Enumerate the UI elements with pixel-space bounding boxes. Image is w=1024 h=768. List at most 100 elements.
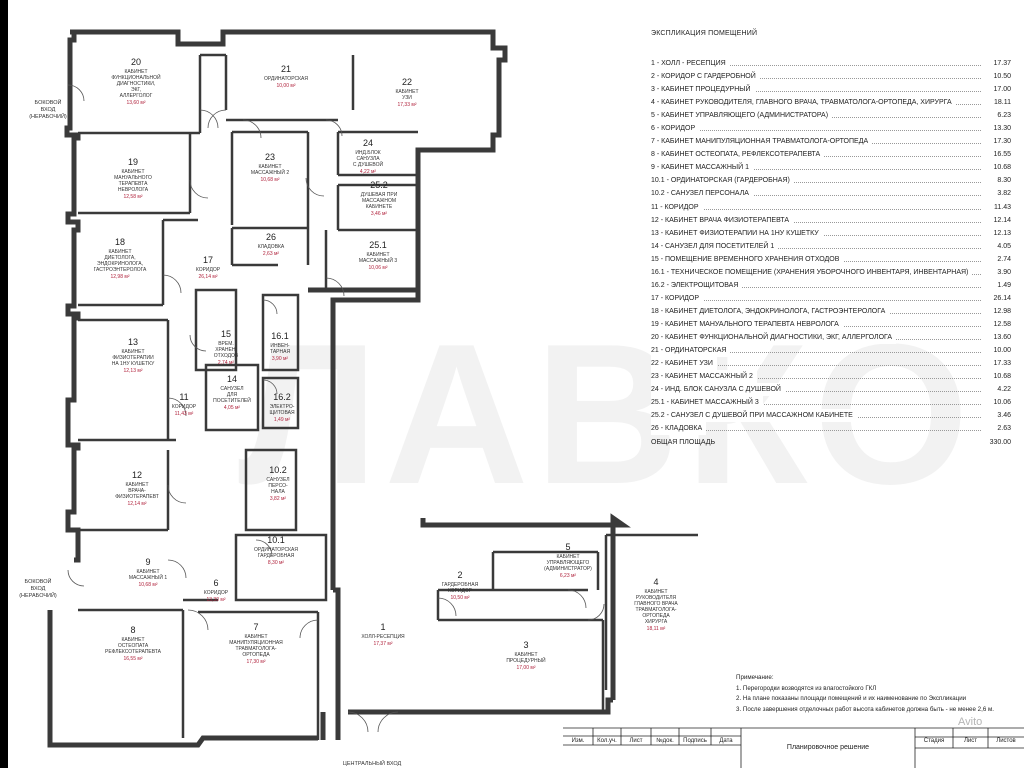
room-area: 12.14 — [983, 213, 1011, 227]
room-number: 9 — [145, 557, 150, 567]
room-area: 17.33 — [983, 357, 1011, 371]
leader-dots — [651, 430, 981, 432]
room-name-line: ФУНКЦИОНАЛЬНОЙ — [111, 73, 161, 81]
room-name-line: ГАРДЕРОБНАЯ — [258, 553, 295, 559]
room-name-line: КАБИНЕТ — [244, 634, 267, 640]
room-area: 17,33 м² — [397, 102, 416, 108]
room-area: 4.05 — [983, 239, 1011, 253]
title-block-grid — [563, 727, 1024, 768]
room-area: 8.30 — [983, 174, 1011, 188]
leader-dots — [651, 65, 981, 66]
room-number: 16.1 — [271, 331, 289, 341]
room-area: 17,30 м² — [246, 659, 265, 665]
room-name: 23 - КАБИНЕТ МАССАЖНЫЙ 2 — [651, 370, 757, 384]
room-name: 24 - ИНД. БЛОК САНУЗЛА С ДУШЕВОЙ — [651, 383, 785, 397]
room-name-line: МАССАЖНОМ — [362, 198, 396, 204]
room-number: 1 — [380, 622, 385, 632]
room-name-line: ТРАВМАТОЛОГА- — [635, 607, 676, 613]
room-label-5: 5КАБИНЕТУПРАВЛЯЮЩЕГО(АДМИНИСТРАТОР)6,23 … — [544, 542, 592, 579]
room-name-line: ЭНДОКРИНОЛОГА, — [97, 261, 143, 267]
room-name: 14 - САНУЗЕЛ ДЛЯ ПОСЕТИТЕЛЕЙ 1 — [651, 239, 779, 253]
svg-text:ВХОД: ВХОД — [31, 586, 46, 592]
room-name: 21 - ОРДИНАТОРСКАЯ — [651, 344, 731, 358]
room-name-line: ОРДИНАТОРСКАЯ — [264, 76, 308, 82]
room-number: 8 — [130, 625, 135, 635]
room-name-line: ДИЕТОЛОГА, — [104, 255, 135, 261]
room-area: 17.37 — [983, 57, 1011, 71]
leader-dots — [651, 247, 981, 249]
note-item: 1. Перегородки возводятся из влагостойко… — [736, 684, 877, 692]
room-area: 12.58 — [983, 317, 1011, 331]
room-name-line: АЛЛЕРГОЛОГ — [120, 93, 153, 99]
explication-row: 22 - КАБИНЕТ УЗИ 17.33 — [651, 357, 1011, 371]
room-name-line: ХИРУРГА — [645, 619, 668, 625]
explication-row: 16.1 - ТЕХНИЧЕСКОЕ ПОМЕЩЕНИЕ (ХРАНЕНИЯ У… — [651, 265, 1011, 279]
room-name-line: НА 1НУ КУШЕТКУ — [112, 361, 155, 367]
room-name: 25.2 - САНУЗЕЛ С ДУШЕВОЙ ПРИ МАССАЖНОМ К… — [651, 409, 857, 423]
explication-row: 9 - КАБИНЕТ МАССАЖНЫЙ 1 10.68 — [651, 161, 1011, 175]
leader-dots — [651, 365, 981, 367]
svg-text:БОКОВОЙ: БОКОВОЙ — [35, 98, 62, 106]
room-name-line: ВРЕМ. — [218, 341, 234, 347]
explication-row: 4 - КАБИНЕТ РУКОВОДИТЕЛЯ, ГЛАВНОГО ВРАЧА… — [651, 96, 1011, 110]
room-name: 18 - КАБИНЕТ ДИЕТОЛОГА, ЭНДОКРИНОЛОГА, Г… — [651, 304, 890, 318]
room-name-line: ГАСТРОЭНТЕРОЛОГА — [94, 267, 147, 273]
room-number: 23 — [265, 152, 275, 162]
room-area: 11,43 м² — [175, 411, 194, 417]
room-number: 16.2 — [273, 392, 291, 402]
room-name: 16.1 - ТЕХНИЧЕСКОЕ ПОМЕЩЕНИЕ (ХРАНЕНИЯ У… — [651, 265, 973, 279]
room-area: 8,30 м² — [268, 560, 285, 566]
room-name: 6 - КОРИДОР — [651, 122, 700, 136]
room-name: 9 - КАБИНЕТ МАССАЖНЫЙ 1 — [651, 161, 753, 175]
room-name-line: КАБИНЕТ — [121, 349, 144, 355]
leader-dots — [651, 130, 981, 132]
room-number: 10.1 — [267, 535, 285, 545]
room-name-line: КЛАДОВКА — [258, 244, 285, 250]
explication-row: 20 - КАБИНЕТ ФУНКЦИОНАЛЬНОЙ ДИАГНОСТИКИ,… — [651, 330, 1011, 345]
plan-label: Планировочное решение — [786, 744, 870, 751]
tb-col-podpis: Подпись — [683, 738, 707, 744]
room-area: 18,11 м² — [647, 626, 666, 632]
room-name: 13 - КАБИНЕТ ФИЗИОТЕРАПИИ НА 1НУ КУШЕТКУ — [651, 226, 823, 240]
room-area: 4.22 — [983, 383, 1011, 397]
room-name-line: КАБИНЕТЕ — [366, 204, 393, 210]
room-area: 10.68 — [983, 161, 1011, 175]
room-name-line: КАБИНЕТ — [136, 569, 159, 575]
room-name-line: ТРАВМАТОЛОГА- — [235, 646, 276, 652]
room-name: 22 - КАБИНЕТ УЗИ — [651, 357, 717, 371]
svg-text:(НЕРАБОЧИЙ): (НЕРАБОЧИЙ) — [29, 112, 67, 120]
room-area: 3,90 м² — [272, 356, 289, 362]
room-name-line: ПРОЦЕДУРНЫЙ — [506, 656, 546, 664]
room-name-line: ОРТОПЕДА — [642, 613, 670, 619]
explication-row: 15 - ПОМЕЩЕНИЕ ВРЕМЕННОГО ХРАНЕНИЯ ОТХОД… — [651, 252, 1011, 266]
svg-text:БОКОВОЙ: БОКОВОЙ — [25, 577, 52, 585]
room-name-line: КАБИНЕТ — [121, 169, 144, 175]
room-area: 10,50 м² — [450, 595, 469, 601]
room-area: 1.49 — [983, 278, 1011, 292]
room-name-line: ЭКГ, — [131, 87, 141, 93]
central-entry-label: ЦЕНТРАЛЬНЫЙ ВХОД — [343, 759, 402, 767]
room-name-line: ТАРНАЯ — [270, 349, 291, 355]
room-area: 10.50 — [983, 70, 1011, 84]
room-label-8: 8КАБИНЕТОСТЕОПАТАРЕФЛЕКСОТЕРАПЕВТА16,55 … — [105, 625, 162, 662]
room-area: 12,14 м² — [127, 501, 146, 507]
room-name-line: ОРДИНАТОРСКАЯ — [254, 547, 298, 553]
title-block: Изм. Кол.уч. Лист №док. Подпись Дата Пла… — [563, 727, 1024, 768]
room-number: 25.1 — [369, 240, 387, 250]
room-name-line: ХОЛЛ-РЕСЕПЦИЯ — [361, 634, 405, 640]
room-name-line: ГЛАВНОГО ВРАЧА — [634, 601, 678, 607]
leader-dots — [651, 182, 981, 184]
room-name-line: ТЕРАПЕВТА — [119, 181, 148, 187]
